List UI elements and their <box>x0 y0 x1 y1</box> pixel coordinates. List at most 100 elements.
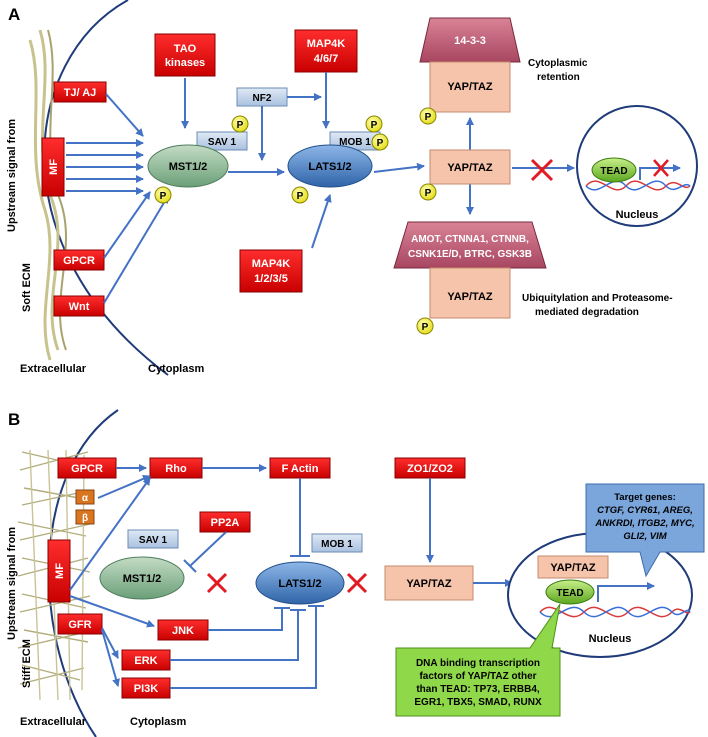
svg-text:MAP4K: MAP4K <box>252 258 291 270</box>
svg-text:Wnt: Wnt <box>69 301 90 313</box>
protein-14-3-3: 14-3-3 <box>419 17 521 63</box>
svg-text:β: β <box>82 513 88 524</box>
lats-node-b: LATS1/2 <box>255 561 345 605</box>
svg-text:P: P <box>425 112 432 123</box>
nucleus-label-a: Nucleus <box>616 209 659 221</box>
map4k-1235-box: MAP4K 1/2/3/5 <box>239 249 303 293</box>
svg-text:P: P <box>237 120 244 131</box>
panel-b-letter: B <box>8 410 20 429</box>
target-genes-line-2: ANKRDI, ITGB2, MYC, <box>594 518 694 529</box>
svg-text:P: P <box>160 191 167 202</box>
svg-text:SAV 1: SAV 1 <box>139 535 168 546</box>
svg-text:NF2: NF2 <box>253 93 272 104</box>
panel-a-letter: A <box>8 5 20 24</box>
phospho-p-lats-top-1: P <box>365 115 383 133</box>
phospho-p-mst-top: P <box>231 115 249 133</box>
svg-text:MF: MF <box>48 159 60 175</box>
phospho-p-central: P <box>419 183 437 201</box>
erk-box: ERK <box>121 649 171 671</box>
tf-callout: DNA binding transcription factors of YAP… <box>395 603 561 717</box>
target-genes-callout: Target genes: CTGF, CYR61, AREG, ANKRDI,… <box>585 483 705 578</box>
svg-text:JNK: JNK <box>172 625 194 637</box>
svg-text:MOB 1: MOB 1 <box>339 137 371 148</box>
target-genes-title: Target genes: <box>614 492 676 503</box>
svg-text:GPCR: GPCR <box>63 255 95 267</box>
svg-text:MAP4K: MAP4K <box>307 38 346 50</box>
mob1-box-b: MOB 1 <box>311 533 363 553</box>
svg-text:SAV 1: SAV 1 <box>208 137 237 148</box>
yaptaz-central-a: YAP/TAZ <box>429 149 511 185</box>
phospho-p-lats-top-2: P <box>371 133 389 151</box>
tead-node-b: TEAD <box>545 579 595 605</box>
svg-text:MF: MF <box>54 563 66 579</box>
svg-text:1/2/3/5: 1/2/3/5 <box>254 273 288 285</box>
svg-text:AMOT, CTNNA1, CTNNB,: AMOT, CTNNA1, CTNNB, <box>411 234 529 245</box>
svg-text:P: P <box>371 120 378 131</box>
receptor-gpcr-b: GPCR <box>57 457 117 479</box>
dna-helix-b <box>539 606 691 618</box>
target-genes-line-1: CTGF, CYR61, AREG, <box>597 505 693 516</box>
svg-text:ERK: ERK <box>134 655 157 667</box>
svg-text:Rho: Rho <box>165 463 187 475</box>
cytoplasm-label-a: Cytoplasm <box>148 363 204 375</box>
svg-text:MOB 1: MOB 1 <box>321 539 353 550</box>
svg-text:P: P <box>422 322 429 333</box>
tf-line-1: DNA binding transcription <box>416 658 540 669</box>
tf-line-2: factors of YAP/TAZ other <box>419 671 536 682</box>
dna-helix-a <box>585 180 691 191</box>
svg-text:F Actin: F Actin <box>282 463 319 475</box>
svg-text:YAP/TAZ: YAP/TAZ <box>406 578 452 590</box>
arrows-to-mst <box>66 78 189 304</box>
svg-text:LATS1/2: LATS1/2 <box>308 161 351 173</box>
inhibition-lines-b <box>170 478 324 689</box>
receptor-gfr: GFR <box>57 613 103 635</box>
arrows-b <box>69 464 513 687</box>
svg-text:TEAD: TEAD <box>556 588 583 599</box>
transcription-block-a <box>653 159 669 177</box>
soft-ecm-label: Soft ECM <box>21 263 33 312</box>
svg-text:CSNK1E/D, BTRC, GSK3B: CSNK1E/D, BTRC, GSK3B <box>408 249 532 260</box>
svg-text:YAP/TAZ: YAP/TAZ <box>447 162 493 174</box>
transcription-arrow-b <box>597 582 655 602</box>
receptor-gpcr-a: GPCR <box>53 249 105 271</box>
receptor-wnt: Wnt <box>53 295 105 317</box>
svg-text:P: P <box>377 138 384 149</box>
yaptaz-retained: YAP/TAZ <box>429 61 511 113</box>
jnk-box: JNK <box>157 619 209 641</box>
svg-text:YAP/TAZ: YAP/TAZ <box>550 562 596 574</box>
svg-text:TJ/ AJ: TJ/ AJ <box>64 87 97 99</box>
integrin-alpha: α <box>75 489 95 505</box>
svg-text:P: P <box>425 188 432 199</box>
yaptaz-degraded: YAP/TAZ <box>429 267 511 319</box>
svg-text:PP2A: PP2A <box>211 517 240 529</box>
mst-node-b: MST1/2 <box>99 556 185 600</box>
target-genes-line-3: GLI2, VIM <box>623 531 667 542</box>
cyto-retention-label-1: Cytoplasmic <box>528 58 588 69</box>
lats-node-a: LATS1/2 <box>287 144 373 188</box>
svg-text:ZO1/ZO2: ZO1/ZO2 <box>407 463 453 475</box>
nucleus-label-b: Nucleus <box>589 633 632 645</box>
svg-text:MST1/2: MST1/2 <box>169 161 208 173</box>
block-cross-a <box>530 158 554 182</box>
phospho-p-retained: P <box>419 107 437 125</box>
integrin-beta: β <box>75 509 95 525</box>
receptor-mf-a: MF <box>41 137 65 197</box>
pi3k-box: PI3K <box>121 677 171 699</box>
receptor-tj-aj: TJ/ AJ <box>53 81 107 103</box>
upstream-label-b: Upstream signal from <box>6 527 18 640</box>
tf-line-3: than TEAD: TP73, ERBB4, <box>416 684 540 695</box>
tao-kinases-box: TAO kinases <box>154 33 216 77</box>
extracellular-label-b: Extracellular <box>20 716 87 728</box>
tead-node-a: TEAD <box>591 157 637 183</box>
cytoplasm-label-b: Cytoplasm <box>130 716 186 728</box>
receptor-mf-b: MF <box>47 539 71 603</box>
svg-text:P: P <box>297 191 304 202</box>
nucleus-a: TEAD Nucleus <box>576 105 698 227</box>
svg-text:TAO: TAO <box>174 43 197 55</box>
svg-text:GPCR: GPCR <box>71 463 103 475</box>
panel-b: B Upstream signal from Stiff ECM Extrace… <box>6 409 705 737</box>
svg-text:YAP/TAZ: YAP/TAZ <box>447 81 493 93</box>
ubiquitylation-label-1: Ubiquitylation and Proteasome- <box>522 293 673 304</box>
svg-text:14-3-3: 14-3-3 <box>454 35 486 47</box>
pp2a-box: PP2A <box>199 511 251 533</box>
